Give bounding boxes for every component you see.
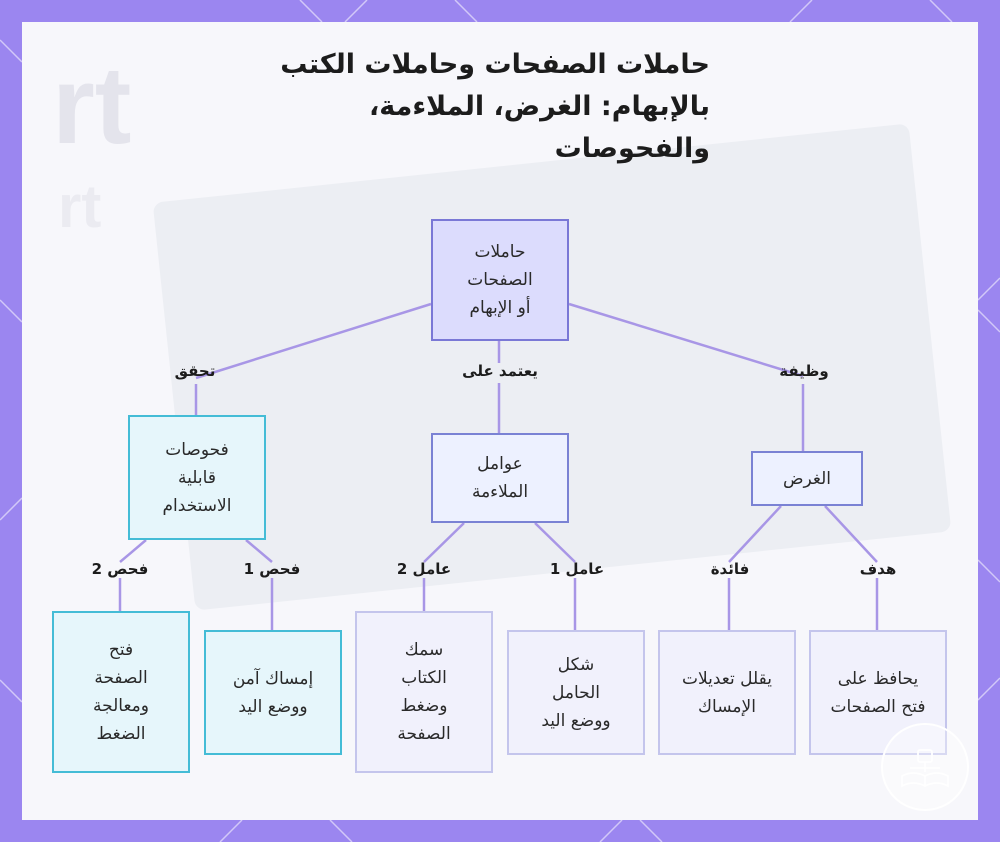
edge-label-check1: فحص 1 (243, 560, 301, 578)
edge-label-function: وظيفة (779, 362, 829, 380)
book-thickness-node: سمك الكتاب وضغط الصفحة (355, 611, 493, 773)
edge-label-benefit: فائدة (710, 560, 750, 578)
edge-goal (824, 505, 878, 563)
holder-shape-node: شكل الحامل ووضع اليد (507, 630, 645, 755)
edge-label-verify: تحقق (174, 362, 216, 380)
root-node: حاملات الصفحات أو الإبهام (431, 219, 569, 341)
edge-label-factor2: عامل 2 (396, 560, 452, 578)
purpose-node: الغرض (751, 451, 863, 506)
secure-grip-node: إمساك آمن ووضع اليد (204, 630, 342, 755)
background-watermark: rt (52, 44, 132, 167)
library-logo-icon (881, 723, 969, 811)
diagram-title: حاملات الصفحات وحاملات الكتب بالإبهام: ا… (280, 49, 710, 164)
edge-label-check2: فحص 2 (91, 560, 149, 578)
edge-factor1 (534, 522, 576, 563)
page-turn-node: فتح الصفحة ومعالجة الضغط (52, 611, 190, 773)
suitability-factors-node: عوامل الملاءمة (431, 433, 569, 523)
edge-verify (195, 302, 432, 380)
edge-label-factor1: عامل 1 (549, 560, 605, 578)
edge-label-goal: هدف (859, 560, 897, 578)
edge-check2 (119, 539, 147, 563)
edge-check1 (245, 539, 273, 563)
background-watermark: rt (58, 173, 102, 240)
edge-function (568, 302, 804, 378)
reduce-grip-adjustments-node: يقلل تعديلات الإمساك (658, 630, 796, 755)
edge-factor2 (423, 522, 465, 563)
edge-benefit (728, 505, 782, 563)
keep-pages-open-node: يحافظ على فتح الصفحات (809, 630, 947, 755)
edge-label-depends-on: يعتمد على (462, 362, 538, 380)
usability-checks-node: فحوصات قابلية الاستخدام (128, 415, 266, 540)
